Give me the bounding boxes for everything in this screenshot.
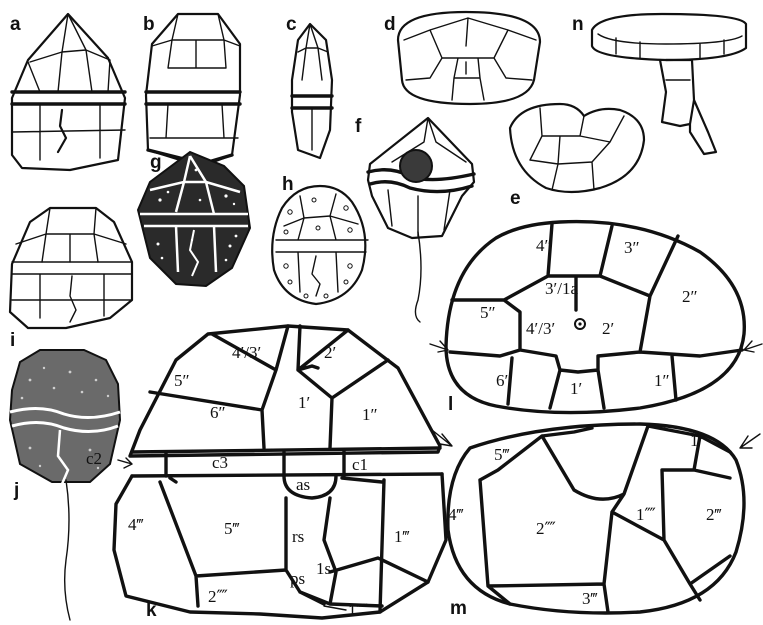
plate-k-5ppp: 5‴ <box>224 519 240 538</box>
panel-b-drawing <box>146 14 240 165</box>
plate-m-5ppp: 5‴ <box>494 445 510 464</box>
plate-k-4ppp: 4‴ <box>128 515 144 534</box>
panel-i-drawing <box>10 208 132 328</box>
plate-m-1pppp: 1⁗ <box>636 505 656 524</box>
plate-l-2p: 2′ <box>602 319 614 338</box>
plate-k-c1: c1 <box>352 455 368 474</box>
plate-k-2p: 2′ <box>324 343 336 362</box>
plate-k-c2: c2 <box>86 449 102 468</box>
panel-label-l: l <box>448 394 453 415</box>
panel-label-f: f <box>355 116 362 137</box>
plate-k-1pp: 1″ <box>362 405 378 424</box>
panel-c-drawing <box>292 24 332 158</box>
panel-k-drawing <box>114 326 446 618</box>
plate-l-1pp: 1″ <box>654 371 670 390</box>
panel-label-d: d <box>384 14 396 35</box>
plate-m-3ppp: 3‴ <box>582 589 598 608</box>
panel-label-j: j <box>13 480 19 501</box>
panel-label-i: i <box>10 330 15 351</box>
panel-d-drawing <box>398 12 540 104</box>
plate-k-2pppp: 2⁗ <box>208 587 228 606</box>
plate-m-2pppp: 2⁗ <box>536 519 556 538</box>
panel-label-k: k <box>146 600 157 621</box>
panel-label-a: a <box>10 14 21 35</box>
plate-k-5pp: 5″ <box>174 371 190 390</box>
plate-m-2ppp: 2‴ <box>706 505 722 524</box>
plate-k-1pppp: 1⁗ <box>348 601 368 620</box>
panel-label-c: c <box>286 14 297 35</box>
plate-m-4ppp: 4‴ <box>448 505 464 524</box>
panel-label-n: n <box>572 14 584 35</box>
panel-e-drawing <box>510 104 644 192</box>
plate-k-ps: ps <box>290 569 305 588</box>
plate-l-3-1a: 3′/1a <box>545 279 578 298</box>
plate-k-6pp: 6″ <box>210 403 226 422</box>
plate-k-4-3: 4′/3′ <box>232 343 261 362</box>
plate-m-1ppp: 1‴ <box>690 431 706 450</box>
plate-k-c3: c3 <box>212 453 228 472</box>
panel-h-drawing <box>272 186 368 304</box>
plate-l-4pp: 4″ <box>536 236 552 255</box>
plate-l-4-3: 4′/3′ <box>526 319 555 338</box>
panel-j-drawing <box>10 350 120 620</box>
plate-l-1p: 1′ <box>570 379 582 398</box>
plate-k-rs: rs <box>292 527 304 546</box>
plate-k-1s: 1s <box>316 559 331 578</box>
plate-l-6pp: 6″ <box>496 371 512 390</box>
plate-l-2pp: 2″ <box>682 287 698 306</box>
plate-k-1ppp: 1‴ <box>394 527 410 546</box>
panel-label-e: e <box>510 188 521 209</box>
panel-label-g: g <box>150 152 162 173</box>
panel-label-h: h <box>282 174 294 195</box>
panel-f-drawing <box>368 118 474 322</box>
plate-l-5pp: 5″ <box>480 303 496 322</box>
plate-k-1p: 1′ <box>298 393 310 412</box>
plate-k-as: as <box>296 475 310 494</box>
panel-a-drawing <box>12 14 125 170</box>
plate-l-3pp: 3″ <box>624 238 640 257</box>
panel-label-m: m <box>450 598 467 619</box>
panel-label-b: b <box>143 14 155 35</box>
